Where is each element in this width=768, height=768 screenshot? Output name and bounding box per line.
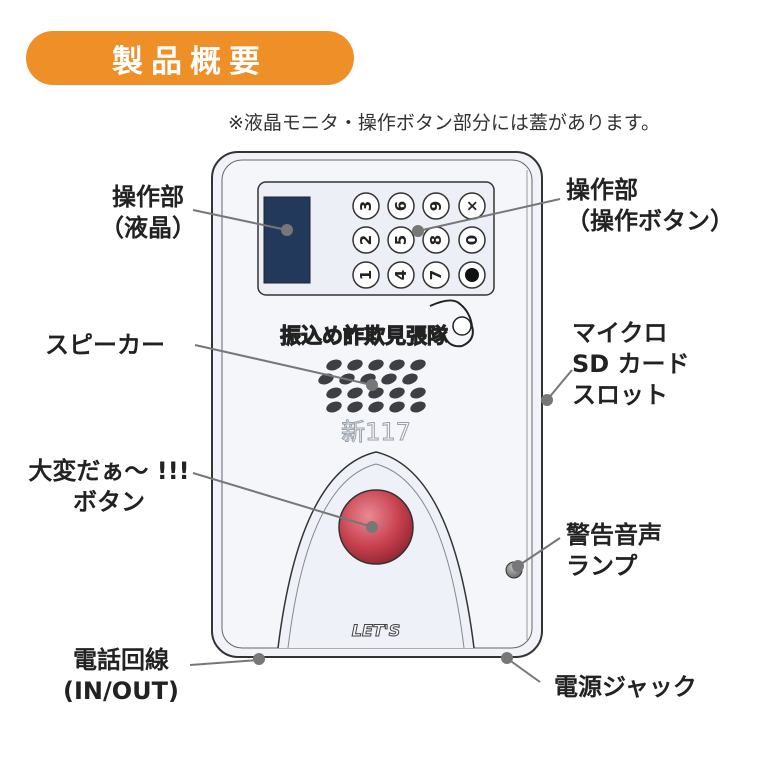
key-label: 2 — [357, 235, 375, 245]
key-button[interactable]: 8 — [422, 226, 450, 254]
key-label: 5 — [392, 235, 410, 245]
label-buttons: 操作部 （操作ボタン） — [566, 175, 734, 237]
label-speaker: スピーカー — [45, 331, 165, 359]
speaker-hole — [389, 387, 405, 399]
label-power-jack: 電源ジャック — [554, 673, 697, 701]
lcd-screen — [263, 196, 311, 284]
key-button[interactable]: 4 — [387, 261, 415, 289]
label-phone-line2: (IN/OUT) — [63, 677, 179, 705]
key-label: 0 — [463, 235, 481, 245]
speaker-grille — [318, 359, 426, 413]
speaker-hole — [368, 401, 384, 413]
key-button[interactable]: 9 — [422, 192, 450, 220]
logo-text: 振込め詐欺見張隊 — [280, 324, 449, 348]
label-alarm-button: 大変だぁ～ !!! ボタン — [20, 456, 198, 518]
leader-lines — [189, 198, 573, 683]
key-label: 3 — [357, 201, 375, 211]
watchdog-logo — [429, 299, 474, 348]
key-button[interactable]: 2 — [352, 226, 380, 254]
key-button[interactable]: 0 — [458, 226, 486, 254]
key-label: 8 — [427, 235, 445, 245]
key-label: × — [463, 200, 481, 213]
label-sd-line2: SD カード — [572, 350, 690, 378]
label-lcd-line1: 操作部 — [112, 183, 184, 211]
keypad: 3 6 9 × 2 5 8 0 1 4 7 — [352, 192, 486, 289]
key-label: 6 — [392, 201, 410, 211]
key-button[interactable]: 3 — [352, 192, 380, 220]
label-buttons-line2: （操作ボタン） — [566, 207, 734, 235]
key-button[interactable]: 6 — [387, 192, 415, 220]
label-sd-line3: スロット — [572, 381, 668, 409]
label-phone-line: 電話回線 (IN/OUT) — [58, 645, 184, 707]
speaker-hole — [326, 387, 342, 399]
label-lcd-line2: （液晶） — [100, 214, 196, 242]
speaker-hole — [368, 359, 384, 371]
label-sd-line1: マイクロ — [572, 319, 668, 347]
key-button[interactable]: 1 — [352, 261, 380, 289]
model-label: 新117 — [341, 418, 411, 446]
speaker-hole — [389, 401, 405, 413]
page-title: 製品概要 — [112, 43, 268, 80]
lid-note: ※液晶モニタ・操作ボタン部分には蓋があります。 — [228, 112, 661, 134]
key-label: 4 — [392, 270, 410, 280]
label-lcd: 操作部 （液晶） — [88, 182, 208, 244]
label-lamp-line1: 警告音声 — [566, 521, 662, 549]
dot-key-icon — [465, 268, 479, 282]
speaker-hole — [326, 359, 342, 371]
title-banner: 製品概要 — [26, 31, 354, 85]
label-alarm-line2: ボタン — [73, 488, 145, 516]
speaker-hole — [381, 373, 397, 385]
arch-inner — [287, 463, 465, 649]
speaker-hole — [347, 401, 363, 413]
label-lamp-line2: ランプ — [566, 552, 638, 580]
key-label: 9 — [427, 201, 445, 211]
key-button[interactable]: × — [458, 192, 486, 220]
speaker-hole — [347, 387, 363, 399]
label-buttons-line1: 操作部 — [566, 176, 638, 204]
key-button[interactable] — [458, 261, 486, 289]
key-label: 1 — [357, 270, 375, 280]
speaker-hole — [410, 401, 426, 413]
speaker-hole — [347, 359, 363, 371]
speaker-hole — [410, 359, 426, 371]
label-alarm-line1: 大変だぁ～ !!! — [28, 457, 190, 485]
speaker-hole — [389, 359, 405, 371]
brand-logo: LET'S — [352, 621, 400, 640]
key-label: 7 — [427, 270, 445, 280]
label-phone-line1: 電話回線 — [73, 646, 169, 674]
label-lamp: 警告音声 ランプ — [566, 520, 662, 582]
speaker-hole — [326, 401, 342, 413]
speaker-hole — [402, 373, 418, 385]
speaker-hole — [410, 387, 426, 399]
key-button[interactable]: 5 — [387, 226, 415, 254]
label-sd-slot: マイクロ SD カード スロット — [572, 318, 690, 411]
key-button[interactable]: 7 — [422, 261, 450, 289]
